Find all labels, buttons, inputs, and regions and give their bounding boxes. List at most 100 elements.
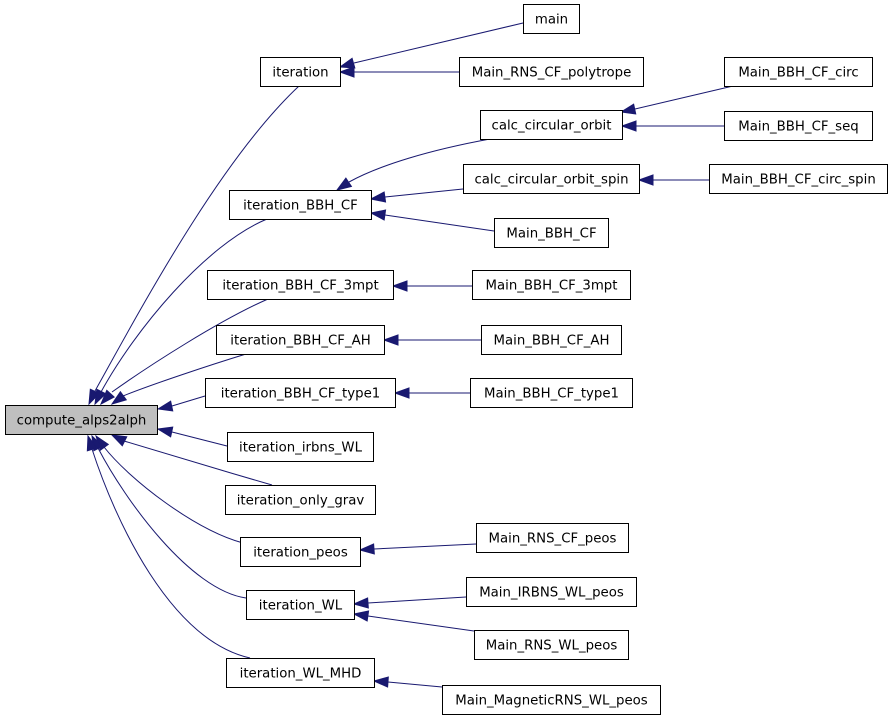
node-iteration-only-grav[interactable]: iteration_only_grav (225, 485, 376, 515)
node-label: Main_RNS_WL_peos (486, 639, 618, 654)
node-main[interactable]: main (523, 4, 580, 34)
node-box[interactable] (260, 57, 341, 87)
edge-main-bbh-cf-type1-to-iteration-bbh-cf-type1 (393, 387, 470, 399)
node-label: calc_circular_orbit_spin (474, 173, 628, 188)
node-box[interactable] (207, 270, 394, 300)
edge-calc-circular-orbit-to-iteration-bbh-cf (335, 138, 491, 191)
node-box[interactable] (205, 378, 396, 408)
node-box[interactable] (216, 325, 385, 355)
node-box[interactable] (463, 164, 640, 194)
node-box[interactable] (474, 630, 629, 660)
node-iteration-bbh-cf-type1[interactable]: iteration_BBH_CF_type1 (205, 378, 396, 408)
node-main-rns-cf-polytrope[interactable]: Main_RNS_CF_polytrope (459, 57, 644, 87)
node-label: Main_RNS_CF_polytrope (472, 66, 632, 81)
node-box[interactable] (523, 4, 580, 34)
edge-main-irbns-wl-peos-to-iteration-wl (352, 596, 467, 609)
arrowhead-icon (393, 387, 410, 399)
node-box[interactable] (442, 685, 661, 715)
node-box[interactable] (459, 57, 644, 87)
node-calc-circular-orbit-spin[interactable]: calc_circular_orbit_spin (463, 164, 640, 194)
node-label: Main_BBH_CF_type1 (484, 387, 619, 402)
node-box[interactable] (480, 110, 623, 140)
node-label: Main_BBH_CF (506, 227, 596, 242)
edge-main-bbh-cf-to-iteration-bbh-cf (369, 209, 495, 232)
edge-calc-circular-orbit-spin-to-iteration-bbh-cf (369, 188, 464, 203)
arrowhead-icon (99, 389, 116, 406)
node-label: Main_IRBNS_WL_peos (479, 586, 624, 601)
edge-iteration-to-compute-alps2alph (88, 85, 300, 406)
arrowhead-icon (156, 426, 174, 438)
node-box[interactable] (472, 270, 631, 300)
node-box[interactable] (5, 405, 158, 435)
edge-main-magneticrns-wl-peos-to-iteration-wl-mhd (372, 676, 443, 688)
node-label: iteration_BBH_CF (243, 199, 358, 214)
edge-line (91, 448, 251, 659)
node-iteration-bbh-cf-ah[interactable]: iteration_BBH_CF_AH (216, 325, 385, 355)
node-iteration-peos[interactable]: iteration_peos (240, 537, 361, 567)
edge-main-bbh-cf-seq-to-calc-circular-orbit (620, 120, 724, 132)
arrowhead-icon (94, 388, 107, 406)
node-label: iteration_WL (259, 599, 343, 614)
edge-line (123, 440, 273, 486)
node-main-bbh-cf-circ[interactable]: Main_BBH_CF_circ (724, 57, 873, 87)
node-main-bbh-cf-ah[interactable]: Main_BBH_CF_AH (481, 325, 622, 355)
node-main-bbh-cf-3mpt[interactable]: Main_BBH_CF_3mpt (472, 270, 631, 300)
node-iteration[interactable]: iteration (260, 57, 341, 87)
arrowhead-icon (369, 191, 387, 203)
edge-line (367, 596, 467, 604)
node-box[interactable] (226, 658, 375, 688)
node-main-bbh-cf[interactable]: Main_BBH_CF (494, 218, 609, 248)
node-main-bbh-cf-seq[interactable]: Main_BBH_CF_seq (724, 111, 873, 141)
arrowhead-icon (369, 209, 387, 221)
node-label: calc_circular_orbit (492, 119, 612, 134)
node-main-rns-cf-peos[interactable]: Main_RNS_CF_peos (476, 523, 629, 553)
node-label: iteration_only_grav (237, 494, 365, 509)
node-iteration-bbh-cf[interactable]: iteration_BBH_CF (229, 190, 372, 220)
node-label: main (535, 13, 568, 28)
edge-line (634, 85, 734, 110)
node-main-irbns-wl-peos[interactable]: Main_IRBNS_WL_peos (466, 577, 637, 607)
arrowhead-icon (619, 103, 637, 115)
edge-iteration-wl-mhd-to-compute-alps2alph (86, 434, 251, 659)
node-box[interactable] (246, 590, 355, 620)
arrowhead-icon (338, 66, 355, 78)
edge-main-rns-cf-peos-to-iteration-peos (358, 543, 477, 555)
edge-iteration-peos-to-compute-alps2alph (95, 434, 244, 544)
node-iteration-bbh-cf-3mpt[interactable]: iteration_BBH_CF_3mpt (207, 270, 394, 300)
node-iteration-wl[interactable]: iteration_WL (246, 590, 355, 620)
node-box[interactable] (225, 485, 376, 515)
arrowhead-icon (352, 597, 369, 609)
edge-line (367, 615, 475, 632)
node-box[interactable] (227, 432, 374, 462)
node-main-magneticrns-wl-peos[interactable]: Main_MagneticRNS_WL_peos (442, 685, 661, 715)
arrowhead-icon (358, 543, 375, 555)
node-iteration-irbns-wl[interactable]: iteration_irbns_WL (227, 432, 374, 462)
node-box[interactable] (470, 378, 633, 408)
arrowhead-icon (110, 390, 128, 405)
node-label: iteration_peos (253, 546, 348, 561)
node-box[interactable] (481, 325, 622, 355)
arrowhead-icon (110, 434, 128, 447)
node-box[interactable] (494, 218, 609, 248)
node-box[interactable] (724, 111, 873, 141)
node-label: iteration_BBH_CF_3mpt (222, 279, 378, 294)
edge-line (353, 22, 524, 64)
node-label: compute_alps2alph (17, 414, 147, 429)
node-box[interactable] (466, 577, 637, 607)
edge-main-bbh-cf-circ-spin-to-calc-circular-orbit-spin (637, 174, 709, 186)
node-calc-circular-orbit[interactable]: calc_circular_orbit (480, 110, 623, 140)
node-main-bbh-cf-circ-spin[interactable]: Main_BBH_CF_circ_spin (709, 164, 888, 194)
node-box[interactable] (229, 190, 372, 220)
node-box[interactable] (476, 523, 629, 553)
edge-main-bbh-cf-3mpt-to-iteration-bbh-cf-3mpt (391, 280, 472, 292)
edge-line (384, 214, 495, 232)
node-box[interactable] (240, 537, 361, 567)
node-box[interactable] (724, 57, 873, 87)
node-box[interactable] (709, 164, 888, 194)
node-compute-alps2alph[interactable]: compute_alps2alph (5, 405, 158, 435)
node-main-rns-wl-peos[interactable]: Main_RNS_WL_peos (474, 630, 629, 660)
node-iteration-wl-mhd[interactable]: iteration_WL_MHD (226, 658, 375, 688)
arrowhead-icon (372, 676, 389, 688)
node-main-bbh-cf-type1[interactable]: Main_BBH_CF_type1 (470, 378, 633, 408)
arrowhead-icon (86, 434, 98, 452)
